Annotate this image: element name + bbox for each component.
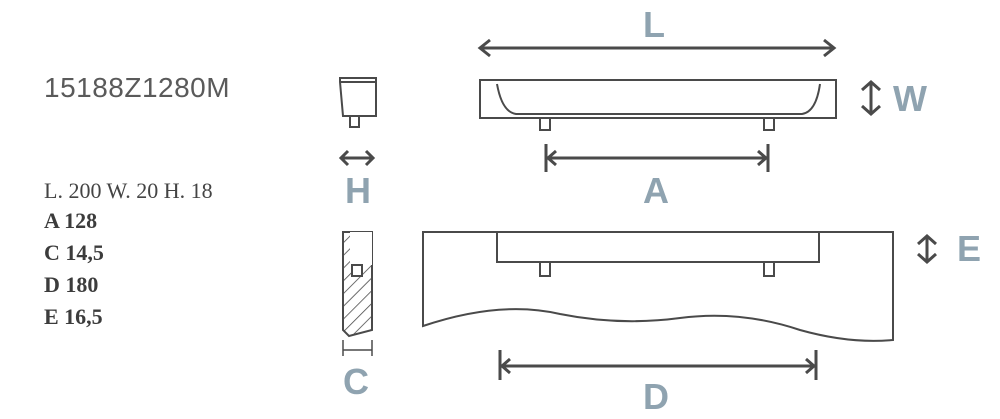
spec-c: C 14,5 [44, 240, 104, 265]
d-dimension-arrow [498, 350, 818, 380]
h-dimension-arrow [338, 149, 376, 167]
spec-e: E 16,5 [44, 304, 103, 329]
label-l: L [643, 4, 665, 45]
cross-section-view [342, 231, 373, 356]
side-profile-view [339, 77, 377, 128]
label-c: C [343, 361, 369, 402]
a-dimension-arrow [544, 144, 770, 172]
label-w: W [893, 78, 927, 119]
spec-d: D 180 [44, 272, 99, 297]
front-view-handle [422, 231, 894, 342]
label-a: A [643, 170, 669, 211]
label-h: H [345, 170, 371, 211]
spec-a: A 128 [44, 208, 98, 233]
e-dimension-arrow [917, 233, 937, 265]
label-d: D [643, 376, 669, 417]
label-e: E [957, 228, 982, 269]
w-dimension-arrow [861, 79, 881, 117]
product-dimensions: L. 200 W. 20 H. 18 [44, 178, 213, 203]
top-view-handle [479, 79, 837, 131]
l-dimension-arrow [477, 38, 837, 58]
product-code: 15188Z1280M [44, 72, 231, 103]
